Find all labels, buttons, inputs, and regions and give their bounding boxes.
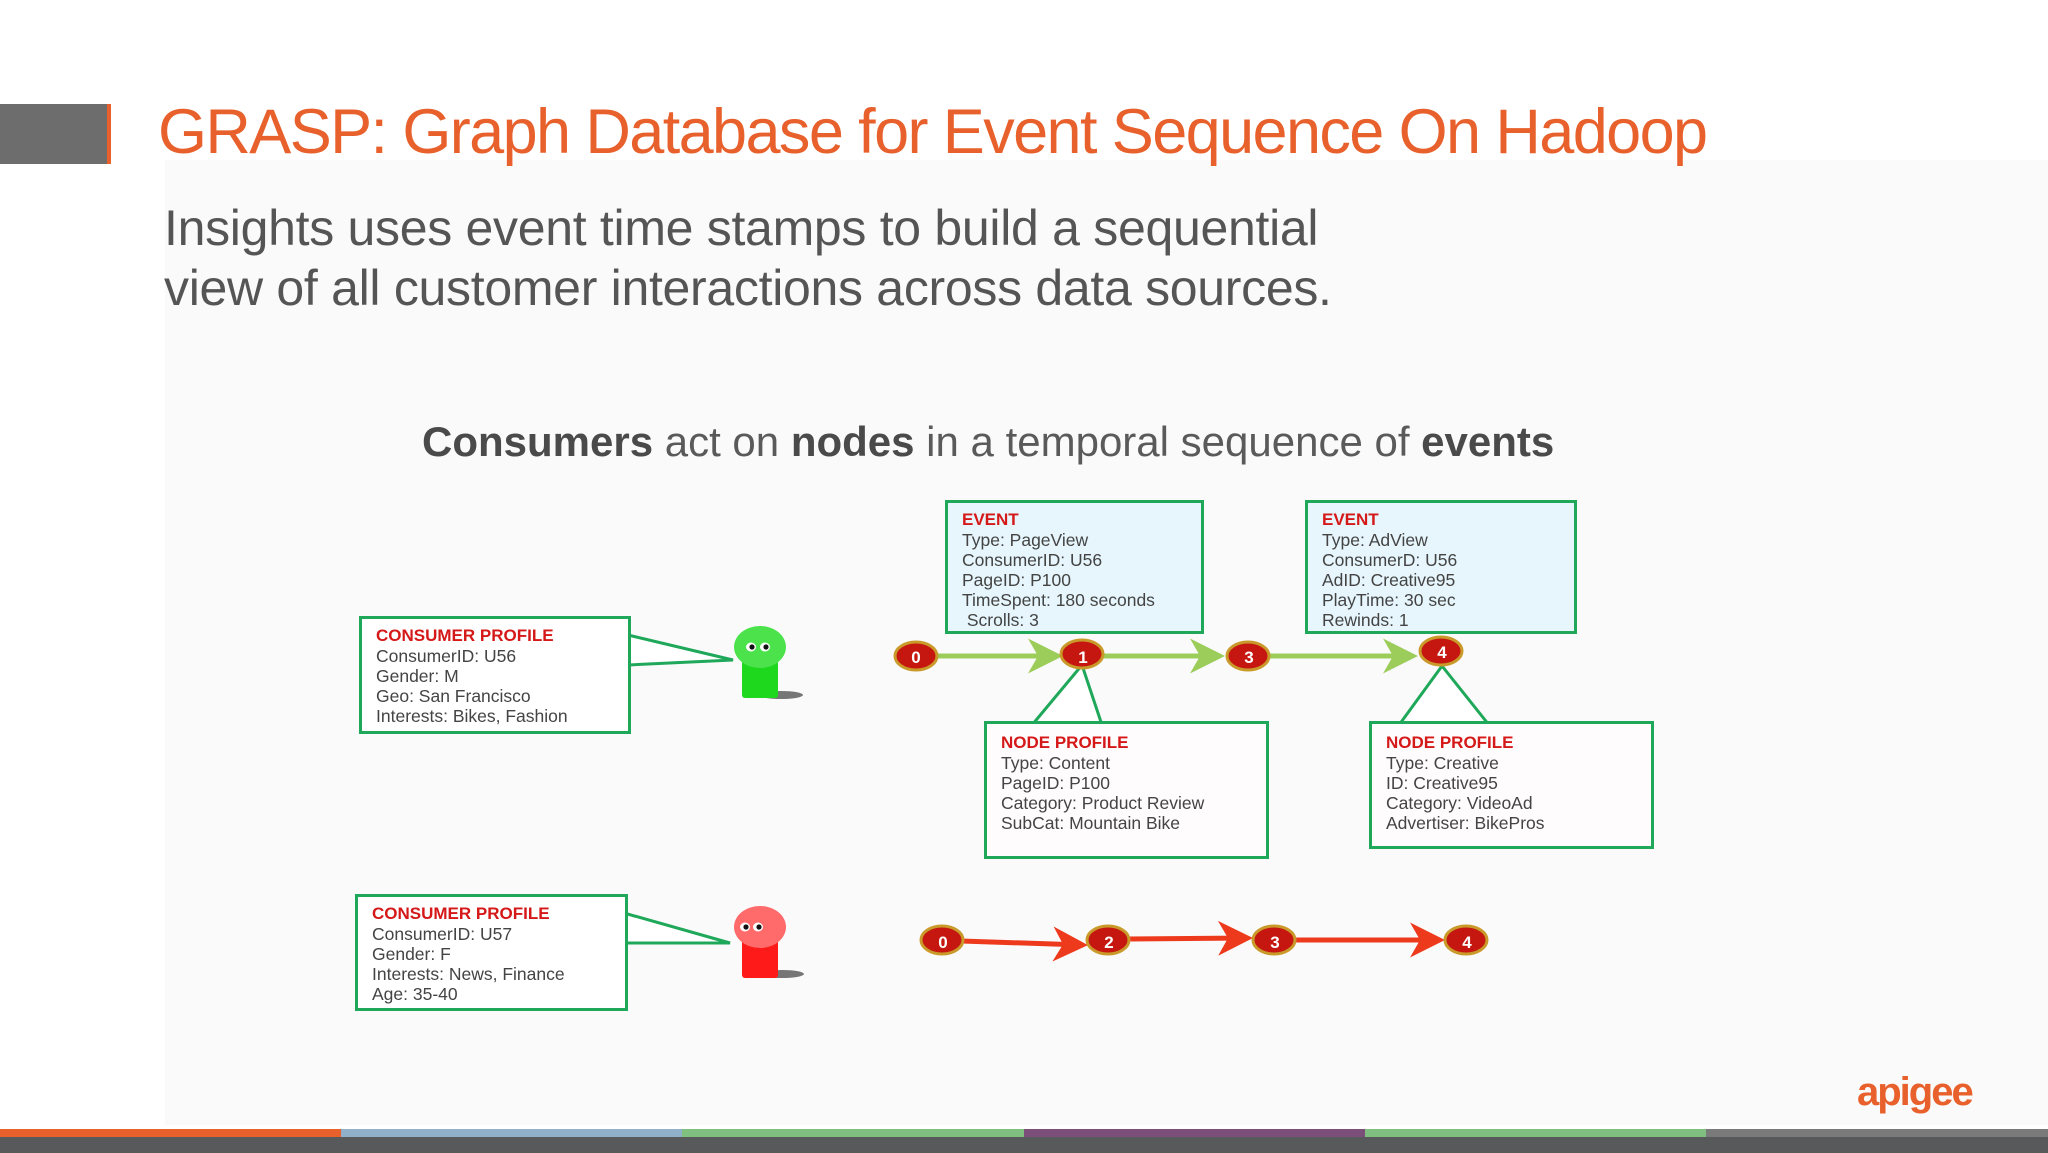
profile-line: Gender: F bbox=[372, 944, 451, 964]
node-line: Advertiser: BikePros bbox=[1386, 813, 1545, 833]
caption-events: events bbox=[1421, 418, 1555, 465]
title-accent-line bbox=[107, 104, 111, 164]
event-line: ConsumerD: U56 bbox=[1322, 550, 1458, 570]
node-line: Category: Product Review bbox=[1001, 793, 1205, 813]
green-node-3-label: 3 bbox=[1244, 648, 1254, 667]
red-arrow-2-3 bbox=[1127, 920, 1253, 956]
event-line: PageID: P100 bbox=[962, 570, 1071, 590]
caption-text-1: act on bbox=[653, 418, 791, 465]
red-node-2-label: 2 bbox=[1104, 933, 1114, 952]
consumer-profile-u57: CONSUMER PROFILE ConsumerID: U57 Gender:… bbox=[355, 894, 628, 1011]
red-node-4 bbox=[1443, 924, 1489, 956]
profile-line: Age: 35-40 bbox=[372, 984, 458, 1004]
green-node-0-label: 0 bbox=[911, 648, 921, 667]
node-line: SubCat: Mountain Bike bbox=[1001, 813, 1180, 833]
event-line: Scrolls: 3 bbox=[962, 610, 1039, 630]
event-adview-box: EVENT Type: AdView ConsumerD: U56 AdID: … bbox=[1305, 500, 1577, 634]
red-node-2 bbox=[1085, 924, 1131, 956]
node1-callout-pointer bbox=[1028, 661, 1105, 727]
green-consumer-figure bbox=[734, 626, 803, 699]
node-line: Type: Content bbox=[1001, 753, 1110, 773]
red-node-0-label: 0 bbox=[938, 933, 948, 952]
green-node-3 bbox=[1225, 640, 1271, 672]
profile-line: ConsumerID: U57 bbox=[372, 924, 513, 944]
caption-consumers: Consumers bbox=[422, 418, 654, 465]
profile-line: ConsumerID: U56 bbox=[376, 646, 517, 666]
node-line: Category: VideoAd bbox=[1386, 793, 1533, 813]
consumer2-callout-pointer bbox=[622, 911, 731, 945]
node-profile-heading: NODE PROFILE bbox=[1001, 733, 1129, 752]
node-line: Type: Creative bbox=[1386, 753, 1499, 773]
node-profile-content: NODE PROFILE Type: Content PageID: P100 … bbox=[984, 721, 1269, 859]
bottom-stripe-3 bbox=[682, 1129, 1024, 1137]
event-pageview-box: EVENT Type: PageView ConsumerID: U56 Pag… bbox=[945, 500, 1204, 634]
green-node-4-label: 4 bbox=[1437, 643, 1447, 662]
diagram-caption: Consumers act on nodes in a temporal seq… bbox=[422, 418, 1554, 466]
bottom-stripe-4 bbox=[1024, 1129, 1365, 1137]
caption-nodes: nodes bbox=[790, 418, 915, 465]
red-node-3 bbox=[1251, 924, 1297, 956]
event-line: Type: PageView bbox=[962, 530, 1089, 550]
green-node-1-label: 1 bbox=[1078, 648, 1088, 667]
apigee-logo: apigee bbox=[1857, 1070, 1974, 1114]
slide-title: GRASP: Graph Database for Event Sequence… bbox=[158, 97, 1708, 167]
event-line: ConsumerID: U56 bbox=[962, 550, 1103, 570]
subtitle-line-2: view of all customer interactions across… bbox=[164, 260, 1332, 316]
consumer-profile-heading: CONSUMER PROFILE bbox=[372, 904, 550, 923]
event-heading: EVENT bbox=[1322, 510, 1379, 529]
consumer-profile-heading: CONSUMER PROFILE bbox=[376, 626, 554, 645]
bottom-stripe-2 bbox=[341, 1129, 682, 1137]
red-node-4-label: 4 bbox=[1462, 933, 1472, 952]
node-profile-heading: NODE PROFILE bbox=[1386, 733, 1514, 752]
caption-text-2: in a temporal sequence of bbox=[914, 418, 1422, 465]
profile-line: Interests: Bikes, Fashion bbox=[376, 706, 568, 726]
red-consumer-figure bbox=[734, 906, 804, 978]
event-line: TimeSpent: 180 seconds bbox=[962, 590, 1155, 610]
node2-callout-pointer bbox=[1396, 663, 1493, 727]
title-bar-block bbox=[0, 104, 110, 164]
node-profile-creative: NODE PROFILE Type: Creative ID: Creative… bbox=[1369, 721, 1654, 849]
node-line: ID: Creative95 bbox=[1386, 773, 1498, 793]
red-arrow-0-2 bbox=[960, 926, 1088, 962]
profile-line: Interests: News, Finance bbox=[372, 964, 565, 984]
green-node-4 bbox=[1418, 635, 1464, 667]
event-line: PlayTime: 30 sec bbox=[1322, 590, 1456, 610]
profile-line: Geo: San Francisco bbox=[376, 686, 531, 706]
bottom-stripe-1 bbox=[0, 1129, 341, 1137]
red-node-0 bbox=[919, 924, 965, 956]
event-line: Rewinds: 1 bbox=[1322, 610, 1409, 630]
bottom-stripe-5 bbox=[1365, 1129, 1706, 1137]
event-heading: EVENT bbox=[962, 510, 1019, 529]
subtitle-line-1: Insights uses event time stamps to build… bbox=[164, 200, 1319, 256]
profile-line: Gender: M bbox=[376, 666, 459, 686]
event-line: AdID: Creative95 bbox=[1322, 570, 1456, 590]
event-line: Type: AdView bbox=[1322, 530, 1428, 550]
green-node-1 bbox=[1059, 638, 1105, 670]
bottom-bar bbox=[0, 1137, 2048, 1153]
bottom-stripe-6 bbox=[1706, 1129, 2048, 1137]
consumer-profile-u56: CONSUMER PROFILE ConsumerID: U56 Gender:… bbox=[359, 616, 631, 734]
slide-subtitle: Insights uses event time stamps to build… bbox=[164, 198, 1332, 318]
red-node-3-label: 3 bbox=[1270, 933, 1280, 952]
green-node-0 bbox=[893, 640, 939, 672]
node-line: PageID: P100 bbox=[1001, 773, 1110, 793]
consumer1-callout-pointer bbox=[626, 633, 734, 667]
